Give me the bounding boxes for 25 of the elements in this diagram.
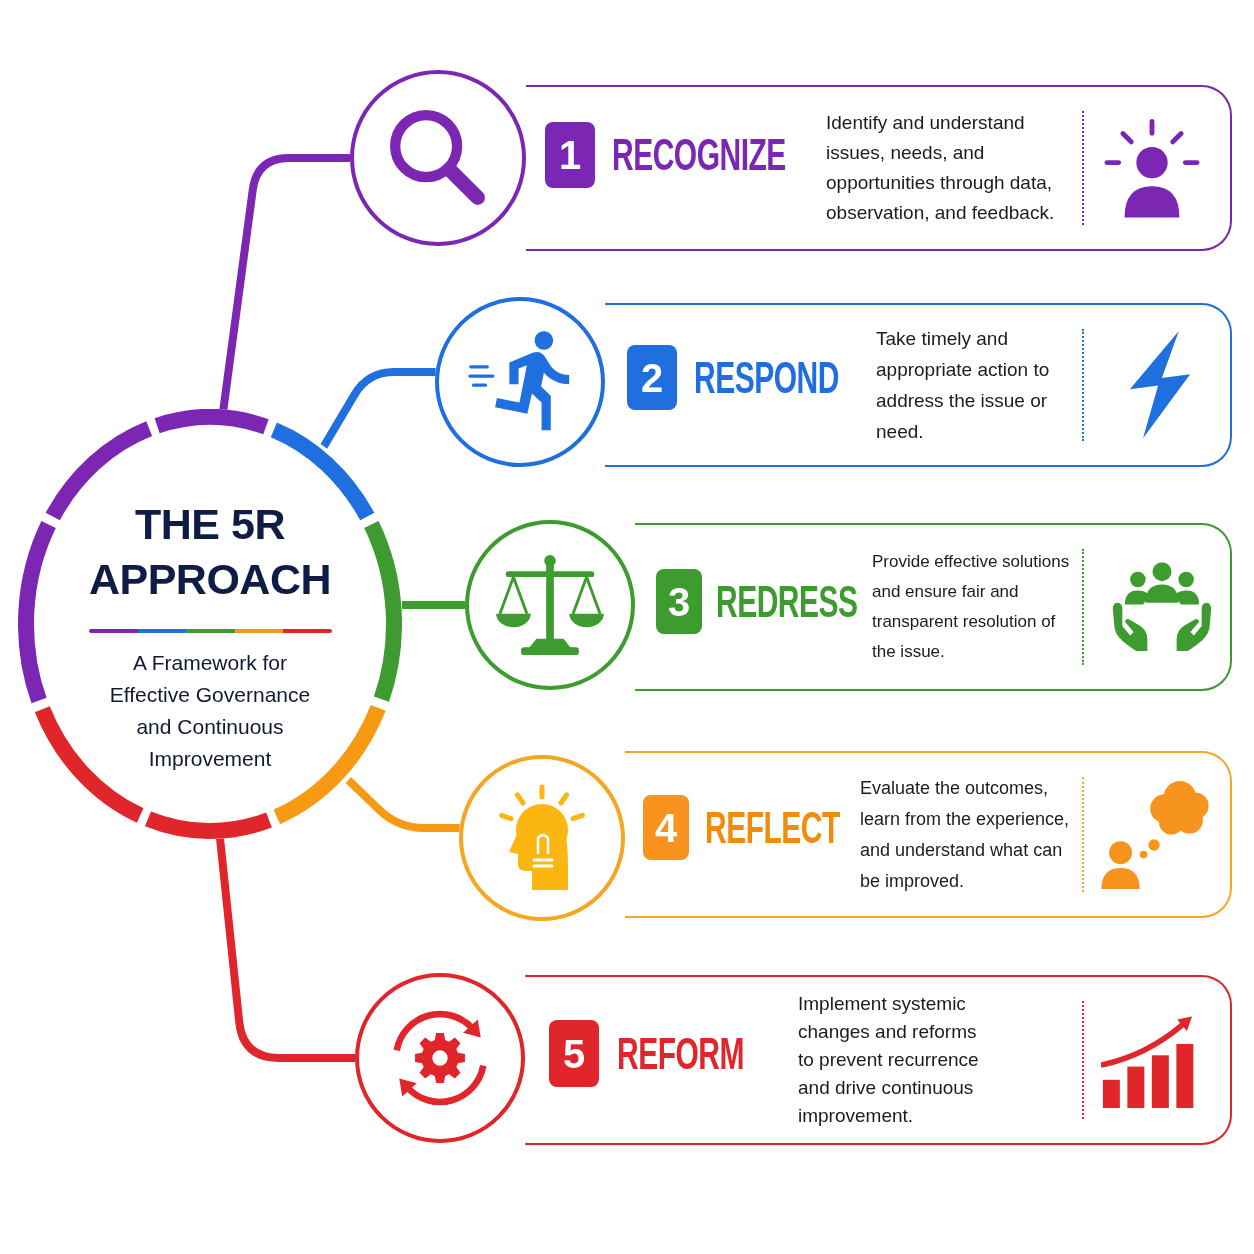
number-badge: 5 (549, 1020, 599, 1087)
connector-line (216, 838, 355, 1062)
connector-line (219, 154, 350, 411)
number-badge: 3 (656, 569, 702, 634)
hub-title: THE 5R APPROACH (87, 499, 333, 605)
step-description: Identify and understand issues, needs, and opportunities through data, observation, and feedback. (826, 111, 1056, 225)
step-title: RESPOND (694, 356, 839, 400)
number-badge: 4 (643, 795, 689, 860)
step-title: RECOGNIZE (612, 133, 786, 177)
step-title: REFORM (617, 1032, 744, 1076)
step-title: REFLECT (705, 806, 840, 850)
step-title: REDRESS (716, 580, 858, 624)
step-card (605, 303, 1232, 467)
connector-line (401, 601, 465, 609)
step-card (525, 975, 1232, 1145)
step-card (625, 751, 1232, 918)
step-description: Evaluate the outcomes, learn from the experience, and understand what can be improved. (860, 776, 1071, 893)
number-badge: 1 (545, 122, 595, 188)
step-card (635, 523, 1232, 691)
step-description: Provide effective solutions and ensure fair and transparent resolution of the issue. (872, 551, 1071, 663)
step-description: Implement systemic changes and reforms to prevent recurrence and drive continuous improvement. (798, 992, 980, 1128)
step-description: Take timely and appropriate action to address the issue or need. (876, 327, 1051, 444)
number-badge: 2 (627, 345, 677, 410)
step-card (526, 85, 1232, 251)
hub-subtitle: A Framework for Effective Governance and Continuous Improvement (108, 650, 312, 772)
